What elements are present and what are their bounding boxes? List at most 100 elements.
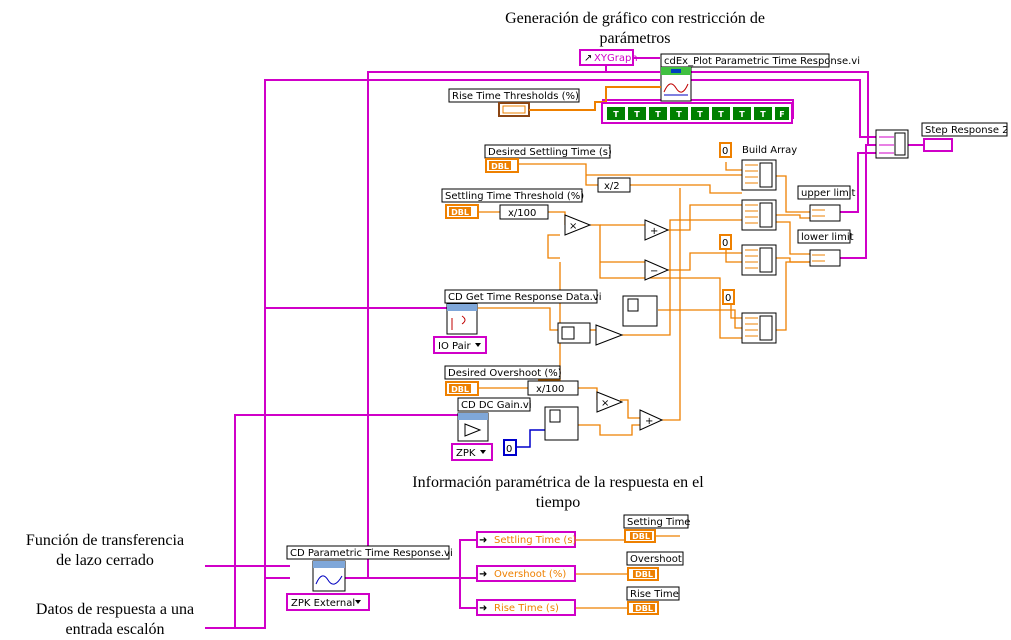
dc-gain-label: CD DC Gain.vi (461, 400, 532, 411)
svg-text:T: T (613, 110, 619, 119)
desired-overshoot-control[interactable]: DBL (445, 381, 479, 396)
zero-constant-b[interactable]: 0 (719, 234, 732, 250)
svg-text:x/2: x/2 (604, 181, 620, 192)
build-array-node-2[interactable] (741, 199, 777, 231)
get-time-response-node[interactable] (446, 303, 478, 335)
subtract-node[interactable]: − (644, 259, 670, 281)
array-max-node[interactable] (595, 324, 624, 346)
info-note-line2: tiempo (536, 494, 580, 511)
divide-by-100-node-a[interactable]: x/100 (499, 204, 549, 220)
svg-text:×: × (569, 221, 577, 232)
unbundle-settling[interactable]: ➜ Settling Time (s) (476, 531, 577, 548)
svg-text:0: 0 (722, 238, 728, 249)
add-node-a[interactable]: + (644, 219, 670, 241)
xygraph-reference[interactable]: ↗ XYGraph (579, 49, 638, 66)
build-array-node-4[interactable] (741, 312, 777, 344)
multiply-node-b[interactable]: × (596, 391, 624, 413)
array-subset-node[interactable] (557, 322, 591, 344)
setting-time-label: Setting Time (627, 517, 690, 528)
setting-time-indicator[interactable]: DBL (624, 529, 656, 543)
svg-text:x/100: x/100 (536, 384, 564, 395)
upper-limit-label: upper limit (801, 188, 856, 199)
svg-text:ZPK: ZPK (456, 448, 476, 459)
int-wire (514, 429, 545, 448)
svg-text:↗: ↗ (584, 53, 592, 64)
zpk-selector[interactable]: ZPK (451, 443, 493, 461)
desired-settling-control[interactable]: DBL (485, 158, 519, 173)
zpk-external-selector[interactable]: ZPK External (286, 593, 370, 611)
index-array-node-b[interactable] (544, 406, 579, 441)
plot-vi-label: cdEx_Plot Parametric Time Response.vi (664, 56, 860, 67)
svg-text:Settling Time (s): Settling Time (s) (494, 535, 577, 546)
add-node-b[interactable]: + (639, 409, 664, 431)
svg-text:−: − (650, 266, 658, 277)
build-array-label: Build Array (742, 145, 797, 156)
cluster-wires (205, 57, 924, 629)
rise-thresholds-label: Rise Time Thresholds (%) (452, 91, 579, 102)
multiply-node-a[interactable]: × (564, 214, 592, 236)
title-note-line2: parámetros (599, 30, 670, 47)
lower-limit-bundle[interactable] (809, 249, 841, 267)
bundle-node-top[interactable] (875, 129, 909, 159)
get-time-response-label: CD Get Time Response Data.vi (448, 292, 601, 303)
build-array-node-1[interactable] (741, 159, 777, 191)
input1-note-line2: de lazo cerrado (56, 552, 154, 569)
overshoot-ind-label: Overshoot (630, 554, 682, 565)
svg-text:+: + (650, 226, 658, 237)
svg-text:T: T (718, 110, 724, 119)
info-note-line1: Información paramétrica de la respuesta … (412, 474, 704, 491)
zero-constant-d[interactable]: 0 (503, 439, 517, 456)
svg-text:0: 0 (725, 293, 731, 304)
svg-text:0: 0 (506, 444, 512, 455)
svg-text:➜: ➜ (479, 569, 487, 580)
index-array-node-a[interactable] (622, 295, 658, 327)
svg-text:➜: ➜ (479, 535, 487, 546)
input1-note-line1: Función de transferencia (26, 532, 184, 549)
xygraph-label: XYGraph (594, 53, 638, 64)
svg-text:T: T (739, 110, 745, 119)
desired-settling-label: Desired Settling Time (s) (488, 147, 612, 158)
svg-text:0: 0 (722, 146, 728, 157)
plot-vi-node[interactable] (660, 66, 692, 102)
svg-text:DBL: DBL (451, 385, 469, 394)
input2-note-line2: entrada escalón (65, 621, 164, 638)
svg-text:+: + (645, 416, 653, 427)
zero-constant-a[interactable]: 0 (719, 142, 732, 158)
svg-text:T: T (634, 110, 640, 119)
rise-time-indicator[interactable]: DBL (627, 601, 659, 615)
step-response-indicator[interactable] (923, 138, 953, 152)
zero-constant-c[interactable]: 0 (722, 289, 735, 305)
settling-threshold-control[interactable]: DBL (445, 204, 479, 219)
svg-text:T: T (655, 110, 661, 119)
svg-text:ZPK External: ZPK External (291, 598, 355, 609)
param-time-response-label: CD Parametric Time Response.vi (290, 548, 453, 559)
rise-time-ind-label: Rise Time (630, 589, 679, 600)
svg-text:T: T (697, 110, 703, 119)
io-pair-selector[interactable]: IO Pair (433, 336, 487, 354)
svg-text:DBL: DBL (632, 532, 650, 541)
overshoot-indicator[interactable]: DBL (627, 567, 659, 581)
svg-text:DBL: DBL (635, 570, 653, 579)
lower-limit-label: lower limit (801, 232, 854, 243)
svg-text:DBL: DBL (491, 162, 509, 171)
svg-text:DBL: DBL (451, 208, 469, 217)
param-time-response-node[interactable] (312, 560, 346, 592)
rise-thresholds-control[interactable] (498, 102, 530, 117)
desired-overshoot-label: Desired Overshoot (%) (448, 368, 562, 379)
unbundle-overshoot[interactable]: ➜ Overshoot (%) (476, 565, 576, 582)
title-note-line1: Generación de gráfico con restricción de (505, 10, 765, 27)
svg-text:DBL: DBL (635, 604, 653, 613)
divide-by-2-node[interactable]: x/2 (597, 177, 631, 193)
settling-threshold-label: Settling Time Threshold (%) (445, 191, 584, 202)
divide-by-100-node-b[interactable]: x/100 (527, 380, 579, 396)
input2-note-line1: Datos de respuesta a una (36, 601, 194, 618)
step-response-label: Step Response 2 (925, 125, 1009, 136)
unbundle-rise[interactable]: ➜ Rise Time (s) (476, 599, 576, 616)
dc-gain-node[interactable] (457, 412, 489, 442)
svg-text:x/100: x/100 (508, 208, 536, 219)
build-array-node-3[interactable] (741, 244, 777, 276)
svg-text:×: × (601, 398, 609, 409)
upper-limit-bundle[interactable] (809, 204, 841, 222)
